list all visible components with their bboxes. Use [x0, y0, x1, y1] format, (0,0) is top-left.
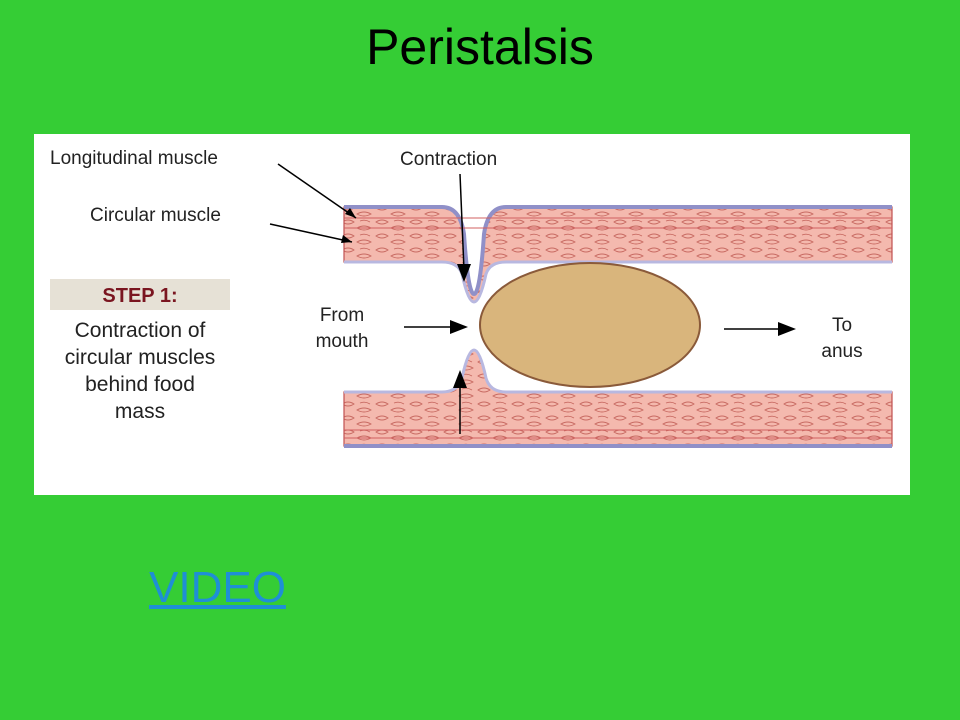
label-longitudinal-muscle: Longitudinal muscle	[50, 148, 218, 169]
pointer-circular-head	[341, 235, 352, 243]
video-link[interactable]: VIDEO	[149, 563, 286, 612]
lower-contraction-arrow-head	[453, 370, 467, 388]
peristalsis-diagram: Longitudinal muscle Circular muscle Cont…	[34, 134, 910, 495]
label-to: To	[832, 315, 852, 336]
label-from: From	[320, 305, 364, 326]
step-line-2: circular muscles	[65, 346, 216, 369]
contraction-arrow-line	[459, 173, 465, 271]
step-line-3: behind food	[85, 373, 195, 396]
step-title: STEP 1:	[102, 285, 177, 307]
slide-title: Peristalsis	[366, 19, 594, 75]
diagram-canvas: Longitudinal muscle Circular muscle Cont…	[50, 148, 893, 448]
pointer-longitudinal-head	[345, 208, 356, 218]
food-mass	[479, 262, 701, 388]
step-line-1: Contraction of	[75, 319, 206, 342]
contraction-arrow-head	[457, 264, 471, 282]
pointer-circular	[269, 223, 353, 243]
label-mouth: mouth	[316, 331, 369, 352]
from-mouth-arrow-head	[450, 320, 468, 334]
step-line-4: mass	[115, 400, 165, 423]
pointer-longitudinal	[277, 163, 357, 219]
label-contraction: Contraction	[400, 149, 497, 170]
label-anus: anus	[821, 341, 862, 362]
label-circular-muscle: Circular muscle	[90, 205, 221, 226]
to-anus-arrow-head	[778, 322, 796, 336]
step-title-box	[50, 279, 230, 310]
